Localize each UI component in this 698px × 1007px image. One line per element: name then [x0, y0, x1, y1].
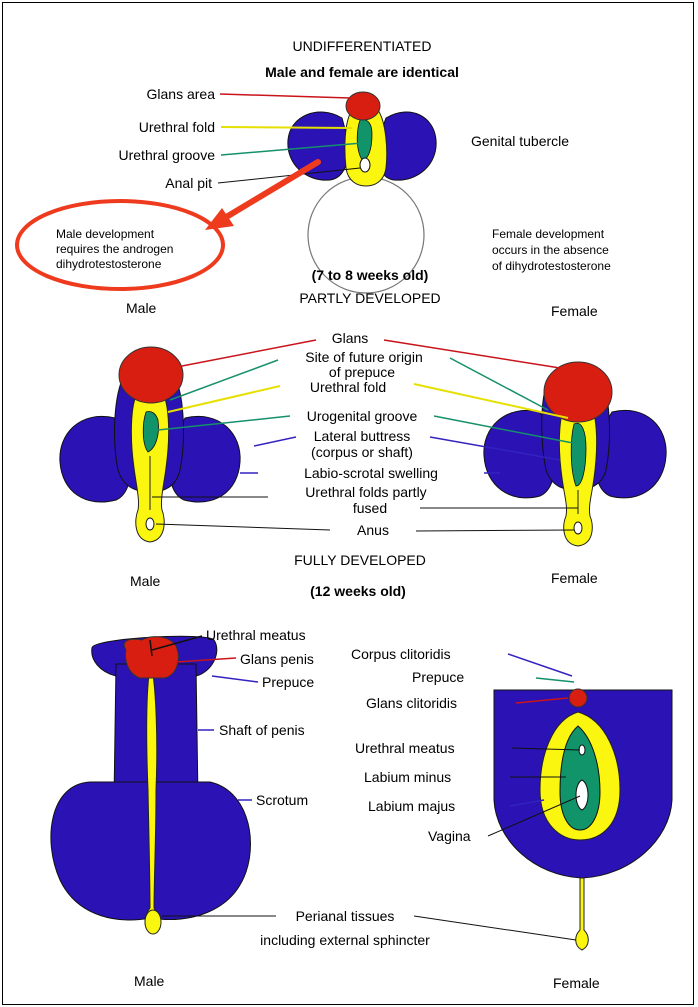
stage3-female-perianal — [576, 878, 589, 950]
stage3-vagina — [576, 780, 588, 810]
label-labio-scrotal: Labio-scrotal swelling — [304, 465, 438, 481]
female-prepuce-leader — [536, 678, 574, 682]
label-genital-tubercle: Genital tubercle — [471, 133, 569, 149]
stage1-age: (7 to 8 weeks old) — [312, 267, 429, 283]
perianal-leader-right — [414, 916, 576, 940]
label-female-urethral-meatus: Urethral meatus — [355, 740, 455, 756]
label-glans-area: Glans area — [147, 86, 216, 102]
label-prepuce-1: Site of future origin — [305, 349, 423, 365]
prepuce-leader-left — [170, 360, 278, 400]
bottom-female-label: Female — [553, 975, 600, 991]
stage3-male: Male — [130, 573, 161, 589]
fold-leader-left — [168, 386, 280, 412]
buttress-leader-left — [254, 437, 296, 446]
urethral-fold-leader — [221, 127, 352, 128]
label-urethral-groove-1: Urethral groove — [119, 147, 216, 163]
label-glans-clitoridis: Glans clitoridis — [366, 695, 457, 711]
stage2-female-figure — [484, 362, 666, 546]
stage2-female: Female — [551, 303, 598, 319]
bottom-male-label: Male — [134, 973, 165, 989]
stage2-male-anus — [146, 518, 154, 530]
stage3-male-perianal — [145, 910, 161, 934]
glans-leader-left — [182, 340, 316, 366]
label-anal-pit: Anal pit — [165, 175, 212, 191]
label-prepuce-2: of prepuce — [329, 364, 395, 380]
stage2-title: PARTLY DEVELOPED — [299, 290, 440, 306]
label-corpus-clitoridis: Corpus clitoridis — [351, 646, 451, 662]
male-arrow-head — [205, 208, 234, 230]
stage1-glans — [346, 92, 380, 120]
label-urethral-fold-2: Urethral fold — [310, 379, 386, 395]
stage-fully-developed: FULLY DEVELOPED Male Female (12 weeks ol… — [51, 552, 672, 991]
label-folds-fused-2: fused — [353, 500, 387, 516]
label-anus: Anus — [357, 522, 389, 538]
label-labium-majus: Labium majus — [368, 798, 455, 814]
label-folds-fused-1: Urethral folds partly — [305, 484, 426, 500]
label-lateral-buttress-2: (corpus or shaft) — [311, 444, 413, 460]
label-urogenital-groove: Urogenital groove — [307, 408, 418, 424]
anus-leader-right — [416, 530, 574, 531]
stage2-male-figure — [60, 347, 240, 542]
stage-undifferentiated: UNDIFFERENTIATED Male and female are ide… — [17, 38, 611, 293]
stage3-glans-penis — [124, 637, 178, 678]
female-note-line-3: of dihydrotestosterone — [492, 259, 611, 273]
stage2-male: Male — [126, 300, 157, 316]
label-urethral-fold-1: Urethral fold — [139, 119, 215, 135]
male-prepuce-leader — [212, 676, 258, 682]
label-male-urethral-meatus: Urethral meatus — [206, 627, 306, 643]
label-shaft: Shaft of penis — [219, 722, 305, 738]
label-perianal-2: including external sphincter — [260, 932, 430, 948]
male-note-line-3: dihydrotestosterone — [56, 257, 162, 271]
glans-area-leader — [220, 94, 350, 98]
label-lateral-buttress-1: Lateral buttress — [314, 428, 411, 444]
female-note-line-1: Female development — [492, 227, 605, 241]
label-labium-minus: Labium minus — [364, 769, 451, 785]
corpus-leader — [508, 654, 572, 676]
stage3-title: FULLY DEVELOPED — [294, 552, 426, 568]
stage3-glans-clitoridis — [569, 689, 587, 707]
stage3-age: (12 weeks old) — [310, 583, 406, 599]
label-male-prepuce: Prepuce — [262, 674, 314, 690]
male-note-line-2: requires the androgen — [56, 242, 173, 256]
stage1-subtitle: Male and female are identical — [265, 64, 459, 80]
male-arrow-shaft — [218, 162, 318, 222]
stage3-male-figure — [51, 636, 251, 934]
label-perianal-1: Perianal tissues — [296, 908, 395, 924]
stage2-male-glans — [119, 347, 183, 403]
stage1-title: UNDIFFERENTIATED — [293, 38, 432, 54]
label-glans-penis: Glans penis — [240, 651, 314, 667]
stage-partly-developed: PARTLY DEVELOPED Male Female — [60, 290, 666, 546]
female-note-line-2: occurs in the absence — [492, 243, 609, 257]
label-vagina: Vagina — [428, 828, 471, 844]
stage3-female-figure — [494, 689, 672, 950]
male-note-line-1: Male development — [56, 227, 155, 241]
label-glans: Glans — [332, 330, 369, 346]
stage2-female-glans — [544, 362, 612, 422]
stage2-female-anus — [574, 522, 582, 534]
anus-leader-left — [156, 524, 330, 530]
label-female-prepuce: Prepuce — [412, 669, 464, 685]
stage1-anal-pit — [360, 158, 370, 172]
stage3-female: Female — [551, 570, 598, 586]
label-scrotum: Scrotum — [256, 792, 308, 808]
